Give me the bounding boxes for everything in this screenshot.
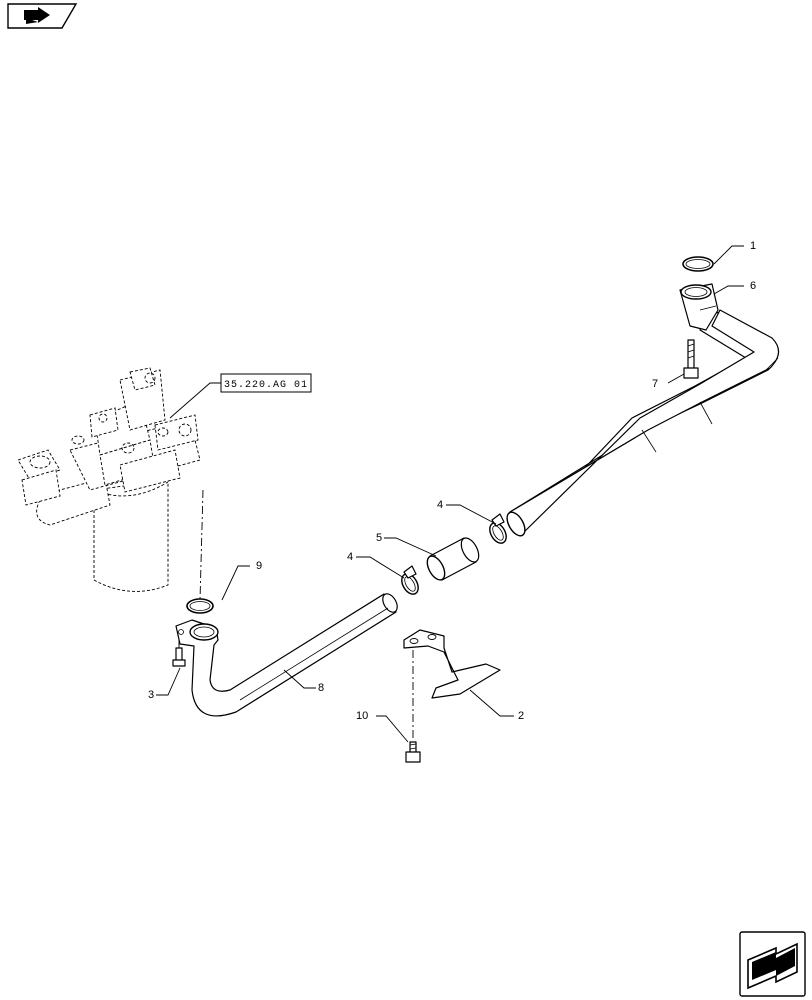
bracket-2 — [403, 629, 501, 740]
callout-1: 1 — [750, 240, 756, 252]
next-page-arrow-icon[interactable] — [739, 931, 806, 997]
bolt-7 — [683, 339, 699, 379]
callout-4-lower: 4 — [347, 551, 353, 563]
o-ring-1 — [682, 256, 714, 272]
leader-2 — [469, 689, 514, 717]
leader-8 — [283, 669, 316, 689]
leader-6 — [713, 285, 744, 295]
bolt-3 — [172, 640, 186, 667]
hose-clamp-4-lower — [401, 565, 419, 595]
callout-5: 5 — [376, 532, 382, 544]
callout-3: 3 — [148, 689, 154, 701]
callout-9: 9 — [256, 560, 262, 572]
hose-clamp-4-upper — [489, 513, 507, 544]
leader-3 — [156, 667, 181, 696]
callout-6: 6 — [750, 280, 756, 292]
view-direction-icon[interactable] — [7, 3, 78, 29]
pipe-8 — [175, 593, 398, 717]
leader-4-lower — [356, 556, 405, 579]
bolt-10 — [405, 741, 421, 763]
leader-1 — [713, 245, 744, 265]
center-line-filter — [199, 489, 204, 601]
leader-5 — [384, 537, 437, 557]
callout-7: 7 — [652, 378, 658, 390]
leader-9 — [221, 565, 250, 601]
coupling-sleeve-5 — [426, 537, 480, 581]
callout-4-upper: 4 — [437, 499, 443, 511]
reference-box[interactable]: 35.220.AG 01 — [169, 373, 312, 419]
leader-10 — [376, 715, 409, 743]
hose-6 — [506, 283, 780, 537]
leader-4-upper — [446, 504, 497, 525]
callout-2: 2 — [518, 710, 524, 722]
o-ring-9 — [186, 598, 214, 614]
callout-8: 8 — [318, 682, 324, 694]
filter-assembly — [17, 367, 201, 592]
reference-label: 35.220.AG 01 — [224, 380, 308, 391]
callout-10: 10 — [356, 710, 368, 722]
leader-7 — [667, 373, 685, 384]
